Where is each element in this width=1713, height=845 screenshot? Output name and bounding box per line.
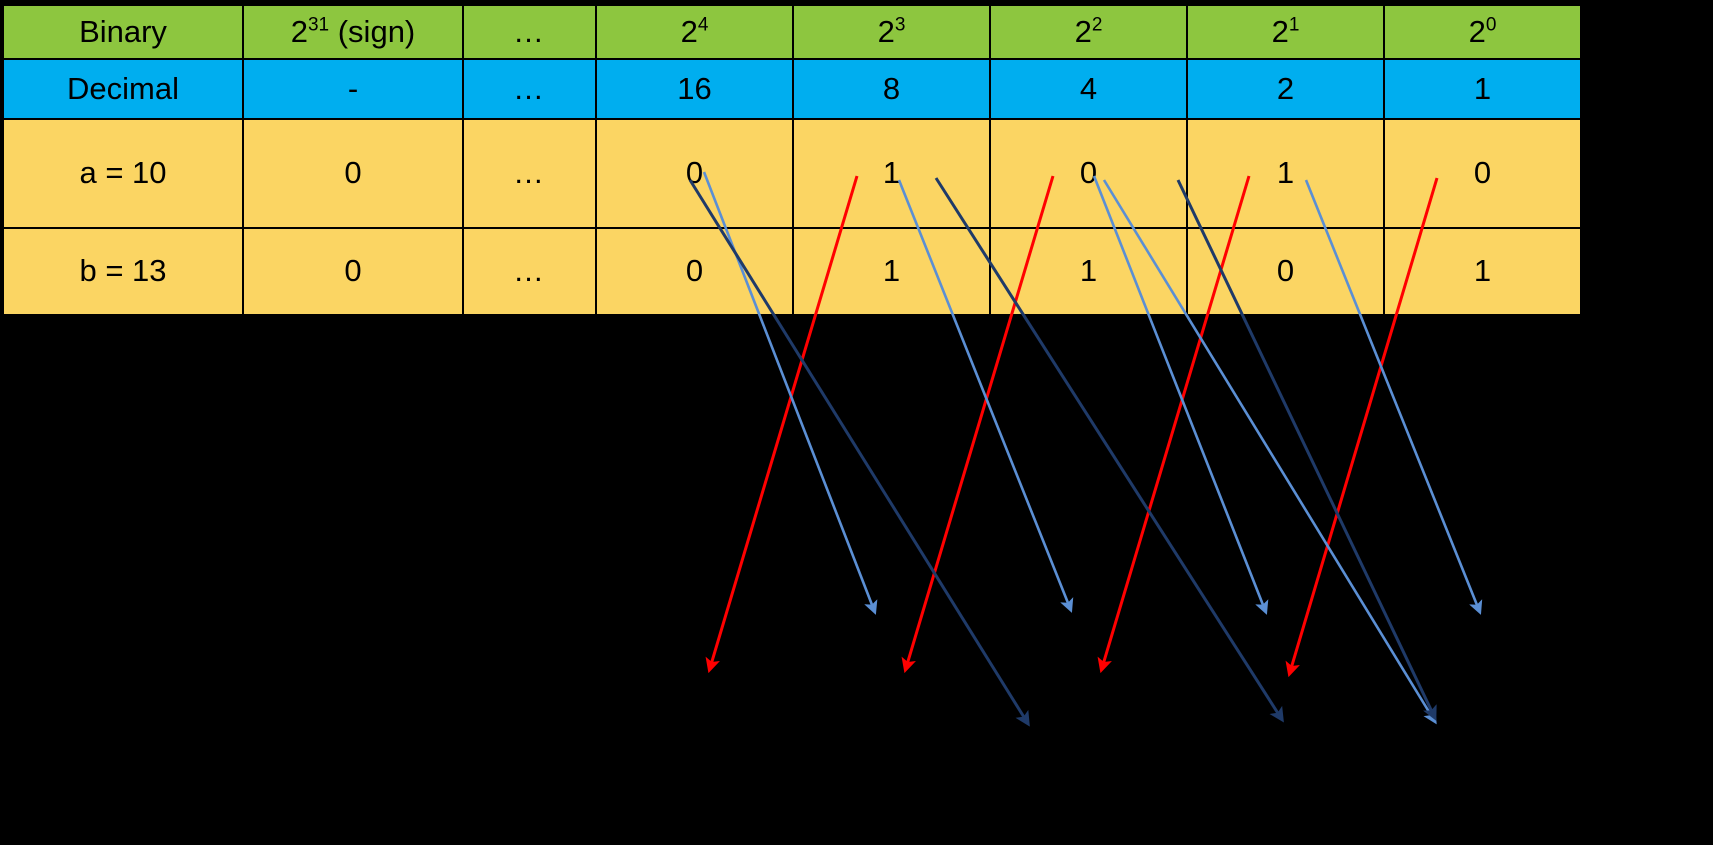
power-exponent: 31 [307, 14, 330, 36]
cell-binary-bit2: 22 [989, 4, 1188, 60]
power-base: 2 [1271, 13, 1289, 49]
cell-a-bit0: 0 [1383, 118, 1582, 229]
table-row-binary: Binary 231 (sign) … 24 23 22 21 20 [2, 4, 1582, 60]
sign-suffix: (sign) [329, 13, 416, 49]
row-header-a: a = 10 [2, 118, 244, 229]
row-header-b: b = 13 [2, 227, 244, 316]
cell-binary-bit1: 21 [1186, 4, 1385, 60]
row-header-decimal: Decimal [2, 58, 244, 120]
cell-b-bit2: 1 [989, 227, 1188, 316]
cell-a-ellipsis: … [462, 118, 597, 229]
power-exponent: 0 [1485, 14, 1497, 36]
cell-decimal-bit3: 8 [792, 58, 991, 120]
power-base: 2 [290, 13, 308, 49]
cell-decimal-bit0: 1 [1383, 58, 1582, 120]
cell-a-bit1: 1 [1186, 118, 1385, 229]
power-exponent: 2 [1091, 14, 1103, 36]
cell-b-sign: 0 [242, 227, 464, 316]
power-base: 2 [877, 13, 895, 49]
power-base: 2 [1468, 13, 1486, 49]
power-base: 2 [1074, 13, 1092, 49]
cell-a-bit3: 1 [792, 118, 991, 229]
cell-decimal-bit2: 4 [989, 58, 1188, 120]
cell-a-bit4: 0 [595, 118, 794, 229]
power-exponent: 4 [697, 14, 709, 36]
power-exponent: 1 [1288, 14, 1300, 36]
table-row-decimal: Decimal - … 16 8 4 2 1 [2, 58, 1582, 120]
cell-decimal-sign: - [242, 58, 464, 120]
table-body: Binary 231 (sign) … 24 23 22 21 20 Decim… [2, 4, 1582, 316]
cell-b-bit0: 1 [1383, 227, 1582, 316]
cell-decimal-bit4: 16 [595, 58, 794, 120]
cell-b-bit1: 0 [1186, 227, 1385, 316]
binary-place-value-table: Binary 231 (sign) … 24 23 22 21 20 Decim… [2, 4, 1582, 316]
table-row-b: b = 13 0 … 0 1 1 0 1 [2, 227, 1582, 316]
cell-b-bit3: 1 [792, 227, 991, 316]
cell-binary-bit4: 24 [595, 4, 794, 60]
cell-binary-bit3: 23 [792, 4, 991, 60]
cell-binary-bit0: 20 [1383, 4, 1582, 60]
cell-b-bit4: 0 [595, 227, 794, 316]
cell-binary-sign: 231 (sign) [242, 4, 464, 60]
cell-decimal-ellipsis: … [462, 58, 597, 120]
cell-a-sign: 0 [242, 118, 464, 229]
row-header-binary: Binary [2, 4, 244, 60]
power-exponent: 3 [894, 14, 906, 36]
cell-binary-ellipsis: … [462, 4, 597, 60]
power-base: 2 [680, 13, 698, 49]
table-row-a: a = 10 0 … 0 1 0 1 0 [2, 118, 1582, 229]
cell-decimal-bit1: 2 [1186, 58, 1385, 120]
cell-a-bit2: 0 [989, 118, 1188, 229]
cell-b-ellipsis: … [462, 227, 597, 316]
